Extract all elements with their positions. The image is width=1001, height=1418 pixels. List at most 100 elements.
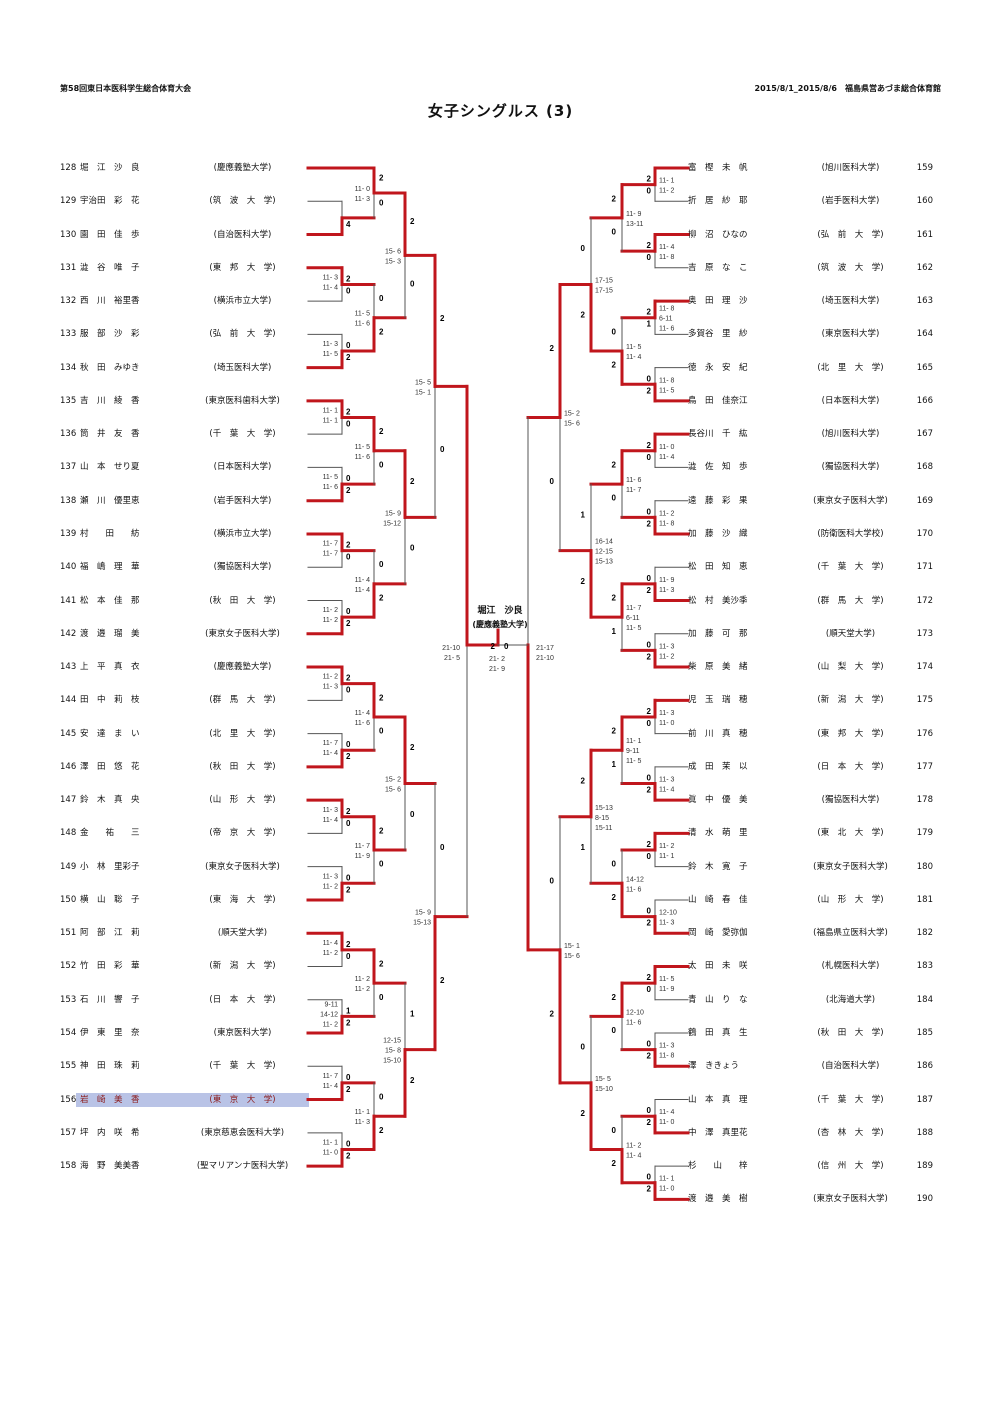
game-score: 15- 2 [385, 776, 401, 783]
game-score: 11- 4 [659, 786, 675, 793]
game-score: 11- 2 [659, 188, 675, 195]
player-number: 175 [916, 695, 933, 706]
match-points: 2 [346, 674, 351, 683]
player-entry: 児 玉 瑞 穂(新 潟 大 学)175 [688, 693, 933, 707]
game-score: 11- 3 [323, 807, 339, 814]
game-score: 15- 9 [415, 910, 431, 917]
game-score: 15- 3 [385, 258, 401, 265]
game-score: 11- 9 [659, 986, 675, 993]
game-score: 11- 4 [323, 817, 339, 824]
player-school: (弘 前 大 学) [209, 329, 276, 340]
match-points: 2 [647, 586, 652, 595]
game-score: 11- 3 [355, 196, 371, 203]
game-score: 15- 8 [385, 1048, 401, 1055]
player-school: (東京慈恵会医科大学) [200, 1127, 285, 1138]
player-number: 147 [60, 795, 77, 806]
player-school: (聖マリアンナ医科大学) [196, 1161, 289, 1172]
game-score: 12-10 [659, 910, 677, 917]
game-score: 11- 6 [626, 477, 642, 484]
event-dates-venue: 2015/8/1_2015/8/6 福島県営あづま総合体育館 [754, 84, 941, 93]
game-score: 11- 5 [659, 387, 675, 394]
match-points: 0 [346, 819, 351, 828]
player-number: 167 [916, 429, 933, 440]
match-points: 0 [346, 607, 351, 616]
game-score: 11- 2 [323, 674, 339, 681]
match-points: 0 [440, 843, 445, 852]
game-score: 15- 6 [564, 953, 580, 960]
match-points: 0 [346, 1139, 351, 1148]
game-score: 11- 5 [323, 351, 339, 358]
game-score: 11- 4 [659, 244, 675, 251]
player-name: 澁 谷 唯 子 [80, 262, 140, 273]
game-score: 11- 2 [659, 843, 675, 850]
game-score: 11- 2 [355, 986, 371, 993]
match-points: 0 [612, 1126, 617, 1135]
match-points: 1 [581, 510, 586, 519]
match-points: 0 [647, 1173, 652, 1182]
match-points: 2 [647, 1118, 652, 1127]
match-points: 0 [346, 341, 351, 350]
player-name: 宇治田 彩 花 [80, 196, 140, 207]
final-score-left: 2 [491, 642, 496, 651]
match-points: 2 [346, 752, 351, 761]
player-number: 173 [916, 628, 933, 639]
match-points: 2 [647, 785, 652, 794]
final-game-score: 21-10 [442, 645, 460, 652]
player-school: (千 葉 大 学) [817, 562, 884, 573]
player-name: 小 林 里彩子 [80, 861, 140, 872]
player-number: 188 [916, 1127, 933, 1138]
match-points: 2 [647, 973, 652, 982]
player-entry: 山 本 真 理(千 葉 大 学)187 [688, 1093, 933, 1107]
player-number: 177 [916, 761, 933, 772]
match-points: 2 [346, 408, 351, 417]
game-score: 9-11 [325, 1001, 339, 1008]
game-score: 11- 5 [626, 758, 642, 765]
player-school: (順天堂大学) [217, 928, 268, 939]
player-number: 146 [60, 761, 77, 772]
player-name: 多賀谷 里 紗 [688, 329, 748, 340]
match-points: 2 [346, 541, 351, 550]
player-entry: 杉 山 梓(信 州 大 学)189 [688, 1159, 933, 1173]
player-name: 伊 東 里 奈 [80, 1028, 140, 1039]
game-score: 13-11 [626, 221, 643, 228]
player-number: 162 [916, 262, 933, 273]
match-points: 2 [612, 194, 617, 203]
match-points: 0 [379, 294, 384, 303]
player-name: 遠 藤 彩 果 [688, 495, 748, 506]
game-score: 11- 4 [323, 750, 339, 757]
player-number: 159 [916, 163, 933, 173]
player-name: 田 中 莉 枝 [80, 695, 140, 706]
player-number: 143 [60, 662, 77, 673]
final-game-score: 21-10 [536, 655, 554, 662]
game-score: 11- 7 [626, 605, 642, 612]
match-points: 0 [346, 1073, 351, 1082]
match-points: 2 [410, 477, 415, 486]
match-points: 0 [647, 985, 652, 994]
champion-name: 堀江 沙良 [477, 606, 523, 616]
player-number: 185 [916, 1028, 933, 1039]
match-points: 2 [379, 1126, 384, 1135]
player-name: 鶴 田 真 生 [688, 1028, 748, 1039]
match-points: 2 [550, 1009, 555, 1018]
match-points: 2 [647, 840, 652, 849]
player-school: (群 馬 大 学) [817, 595, 884, 606]
match-points: 2 [346, 486, 351, 495]
player-name: 筒 井 友 香 [80, 429, 140, 440]
match-points: 2 [346, 1018, 351, 1027]
player-entry: 清 水 萌 里(東 北 大 学)179 [688, 826, 933, 840]
match-points: 2 [346, 274, 351, 283]
game-score: 11- 9 [659, 577, 675, 584]
player-school: (札幌医科大学) [821, 961, 880, 972]
game-score: 11- 3 [659, 920, 675, 927]
game-score: 15- 1 [415, 389, 431, 396]
player-name: 澤 ききょう [688, 1061, 740, 1072]
match-points: 2 [581, 311, 586, 320]
player-name: 渡 邉 美 樹 [688, 1194, 748, 1205]
game-score: 11- 2 [323, 607, 339, 614]
match-points: 0 [346, 952, 351, 961]
match-points: 2 [379, 327, 384, 336]
